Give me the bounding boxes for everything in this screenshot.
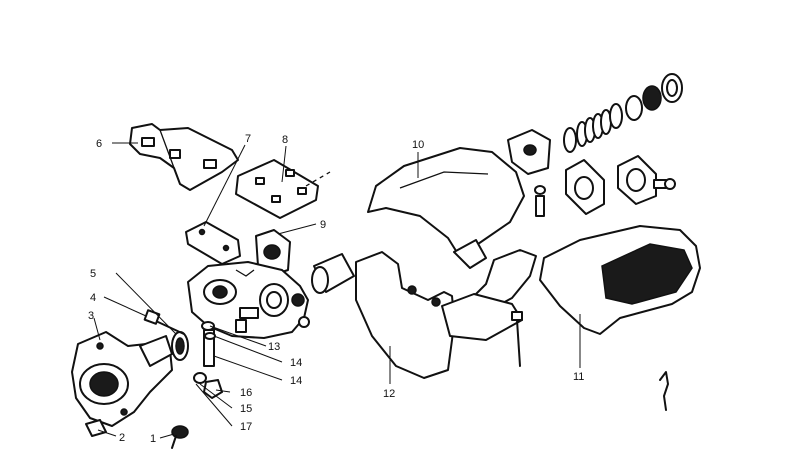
edge-fragment [659,371,669,411]
callout-7: 7 [245,133,251,145]
callout-3: 3 [88,310,94,322]
callout-6: 6 [96,138,102,150]
part-13-ring [201,321,215,331]
part-5-disc [171,331,189,361]
part-1-screw [171,425,189,449]
part-11-cover [539,225,701,335]
small-bolt-right [653,178,676,190]
part-12-lower-cowl [355,249,537,379]
callout-5: 5 [90,268,96,280]
part-8-plate [235,159,319,219]
callout-14-upper: 14 [290,357,302,369]
callout-8: 8 [282,134,288,146]
callout-1: 1 [150,433,156,445]
part-7-gasket [185,221,241,265]
central-housing [187,261,310,339]
part-16-nut [203,379,223,399]
callout-10: 10 [412,139,424,151]
callout-labels: 6 7 8 9 10 11 12 5 4 3 13 14 14 16 15 17… [88,133,584,445]
callout-9: 9 [320,219,326,231]
callout-11: 11 [573,371,584,383]
part-6-bracket [129,123,239,191]
callout-2: 2 [119,432,125,444]
callout-17: 17 [240,421,252,433]
callout-16: 16 [240,387,252,399]
part-17-washer [193,372,207,384]
cowl-bolt [511,311,523,367]
flange-plate-b [617,155,657,205]
leader-lines [93,142,581,439]
flange-plate-a [565,159,605,215]
spring [576,109,612,147]
callout-12: 12 [383,388,395,400]
part-3-flange [71,331,173,427]
part-9-clip [255,229,291,277]
part-10-upper-cowl [367,147,525,269]
part-14-ring [204,332,216,340]
callout-14-lower: 15 [240,403,252,415]
callout-13: 13 [268,341,280,353]
callout-4: 4 [90,292,96,304]
column-tube [311,253,355,294]
part-2-clip [85,419,107,437]
callout-15: 14 [290,375,302,387]
bearing-spring-set [507,73,683,217]
